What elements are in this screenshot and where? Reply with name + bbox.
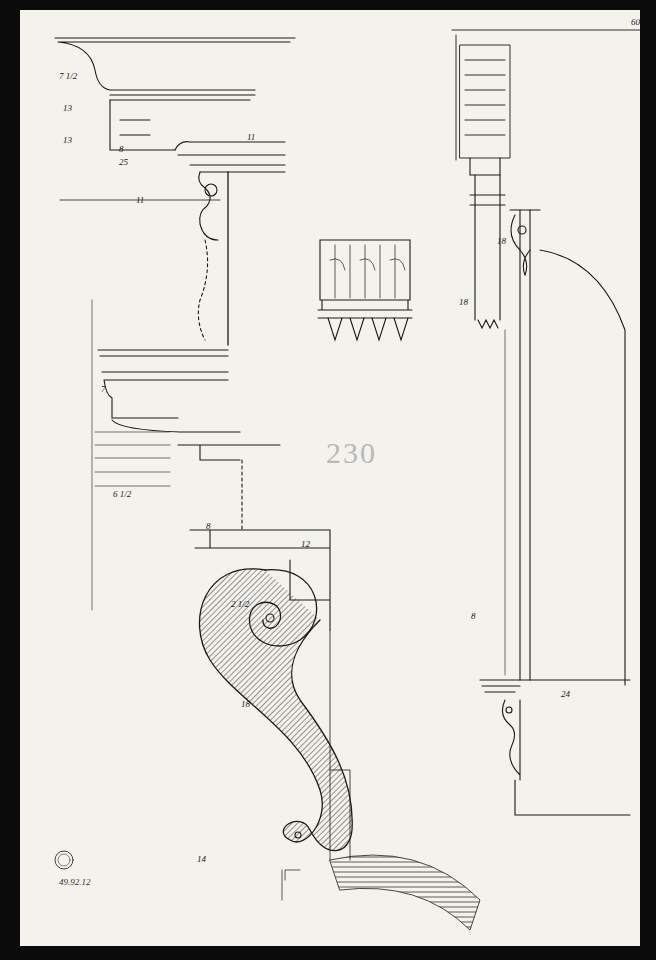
dimension-label: 25 bbox=[118, 158, 129, 167]
dimension-label: 13 bbox=[62, 104, 73, 113]
dimension-label: 8 bbox=[118, 145, 125, 154]
dimension-label: 12 bbox=[300, 540, 311, 549]
dimension-label: 18 bbox=[496, 237, 507, 246]
dimension-label: 60 bbox=[630, 18, 641, 27]
dimension-label: 14 bbox=[196, 855, 207, 864]
sheet-number: 230 bbox=[325, 438, 378, 468]
dimension-label: 11 bbox=[246, 133, 256, 142]
dimension-label: 18 bbox=[458, 298, 469, 307]
dimension-label: 11 bbox=[135, 196, 145, 205]
dimension-label: 8 bbox=[470, 612, 477, 621]
dimension-label: 2 1/2 bbox=[230, 600, 250, 609]
dimension-label: 7 1/2 bbox=[58, 72, 78, 81]
dimension-label: 6 1/2 bbox=[112, 490, 132, 499]
inventory-number: 49.92.12 bbox=[58, 878, 92, 887]
dimension-label: 24 bbox=[560, 690, 571, 699]
dimension-label: 13 bbox=[62, 136, 73, 145]
dimension-label: 8 bbox=[205, 522, 212, 531]
dimension-label: 7 bbox=[100, 385, 107, 394]
dimension-label: 18 bbox=[240, 700, 251, 709]
